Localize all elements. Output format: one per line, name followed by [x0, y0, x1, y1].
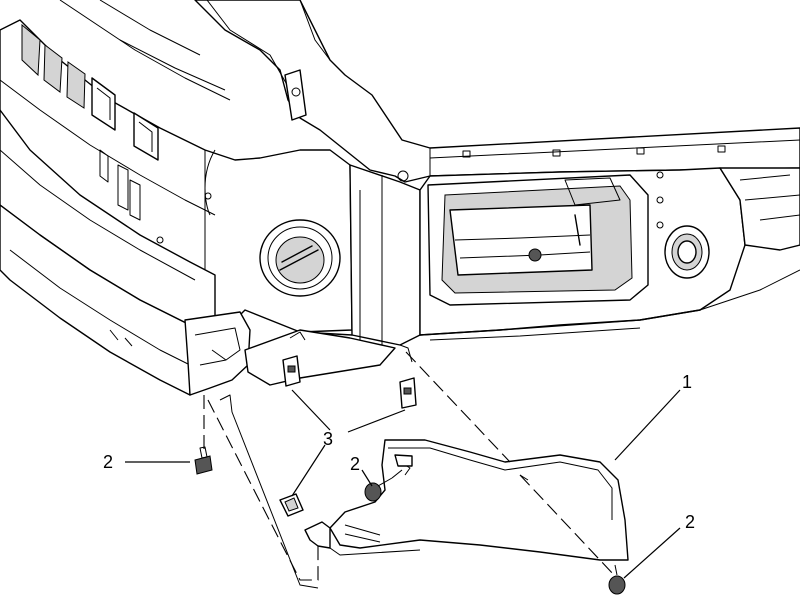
exploded-view-lines: [203, 351, 615, 581]
screw-left: [194, 446, 213, 475]
callout-deflector: 1: [682, 372, 692, 392]
callout-screw-left: 2: [103, 452, 113, 472]
callout-screw-right: 2: [685, 512, 695, 532]
leader-lines: [125, 389, 681, 579]
clip-nut-lower: [279, 493, 304, 517]
fog-lamp-opening-left: [259, 219, 341, 297]
grille-openings: [21, 23, 212, 244]
clip-nut-upper-left: [282, 355, 301, 387]
callout-screw-middle: 2: [350, 454, 360, 474]
clip-nut-upper-right: [399, 377, 417, 409]
air-deflector: [329, 439, 629, 561]
vehicle-front-structure: [0, 0, 800, 396]
screw-right: [608, 564, 626, 595]
screw-middle: [364, 477, 393, 502]
fog-lamp-opening-right: [664, 225, 710, 279]
callout-clip-nuts: 3: [323, 429, 333, 449]
